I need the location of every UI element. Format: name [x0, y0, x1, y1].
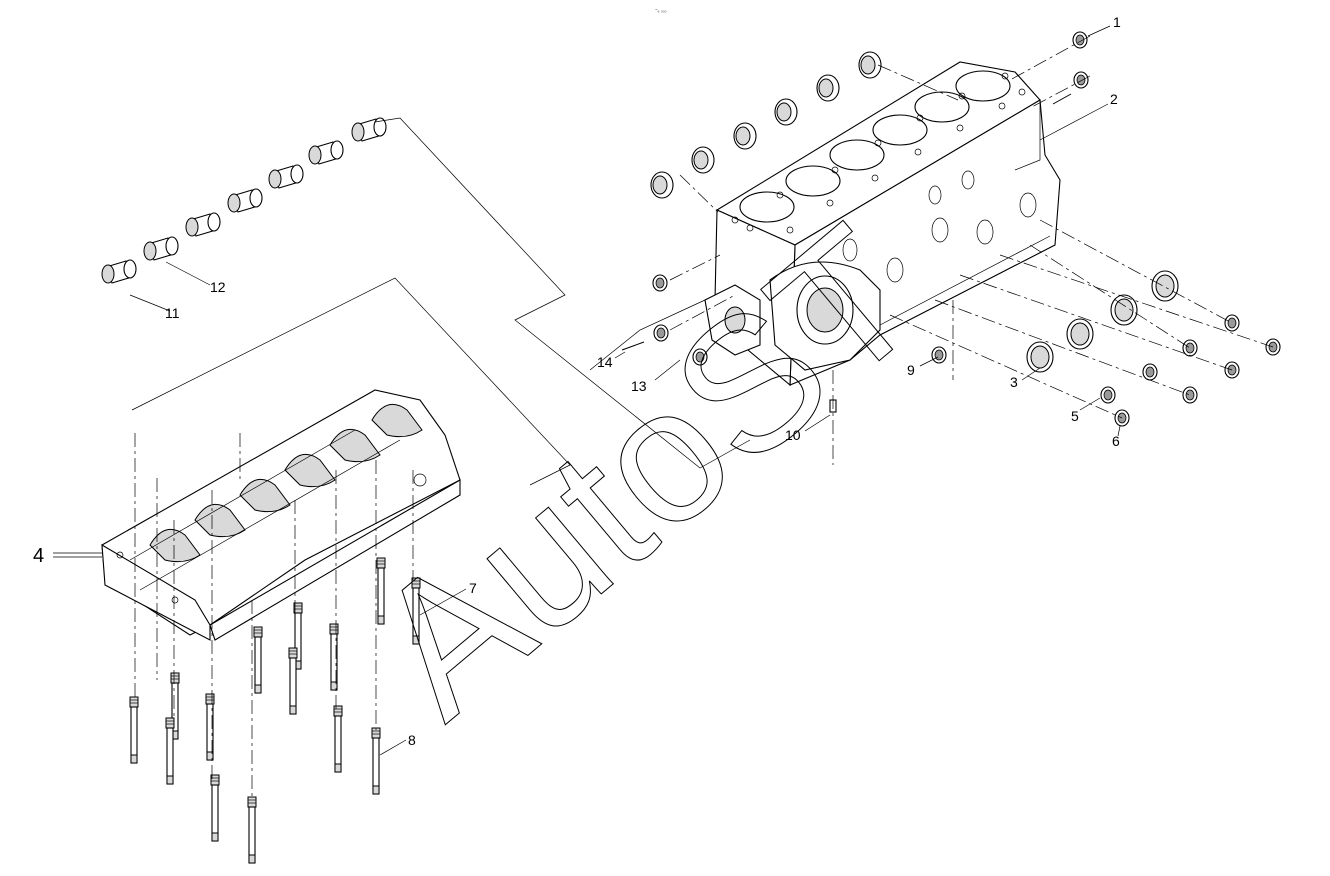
- bedplate: [101, 389, 461, 641]
- callout-7: 7: [469, 580, 477, 596]
- callout-10: 10: [785, 427, 801, 443]
- phantom-outlines: [131, 117, 751, 486]
- callout-14: 14: [597, 354, 613, 370]
- callouts: 1 2 3 4 5 6 7 8 9 10 11 12 13 14: [33, 14, 1121, 748]
- callout-3: 3: [1010, 374, 1018, 390]
- callout-13: 13: [631, 378, 647, 394]
- callout-5: 5: [1071, 408, 1079, 424]
- callout-11: 11: [165, 305, 180, 321]
- callout-2: 2: [1110, 91, 1118, 107]
- callout-6: 6: [1112, 433, 1120, 449]
- callout-8: 8: [408, 732, 416, 748]
- callout-12: 12: [210, 279, 226, 295]
- leader-lines: [53, 25, 1121, 756]
- callout-4: 4: [33, 545, 44, 567]
- assembly-axes: [134, 35, 1274, 800]
- callout-9: 9: [907, 362, 915, 378]
- callout-1: 1: [1113, 14, 1121, 30]
- top-mark: ⁼ₑ ₒₒₒ: [655, 8, 667, 14]
- cylinder-block: [704, 61, 1061, 387]
- camshaft-bushings: [101, 117, 387, 284]
